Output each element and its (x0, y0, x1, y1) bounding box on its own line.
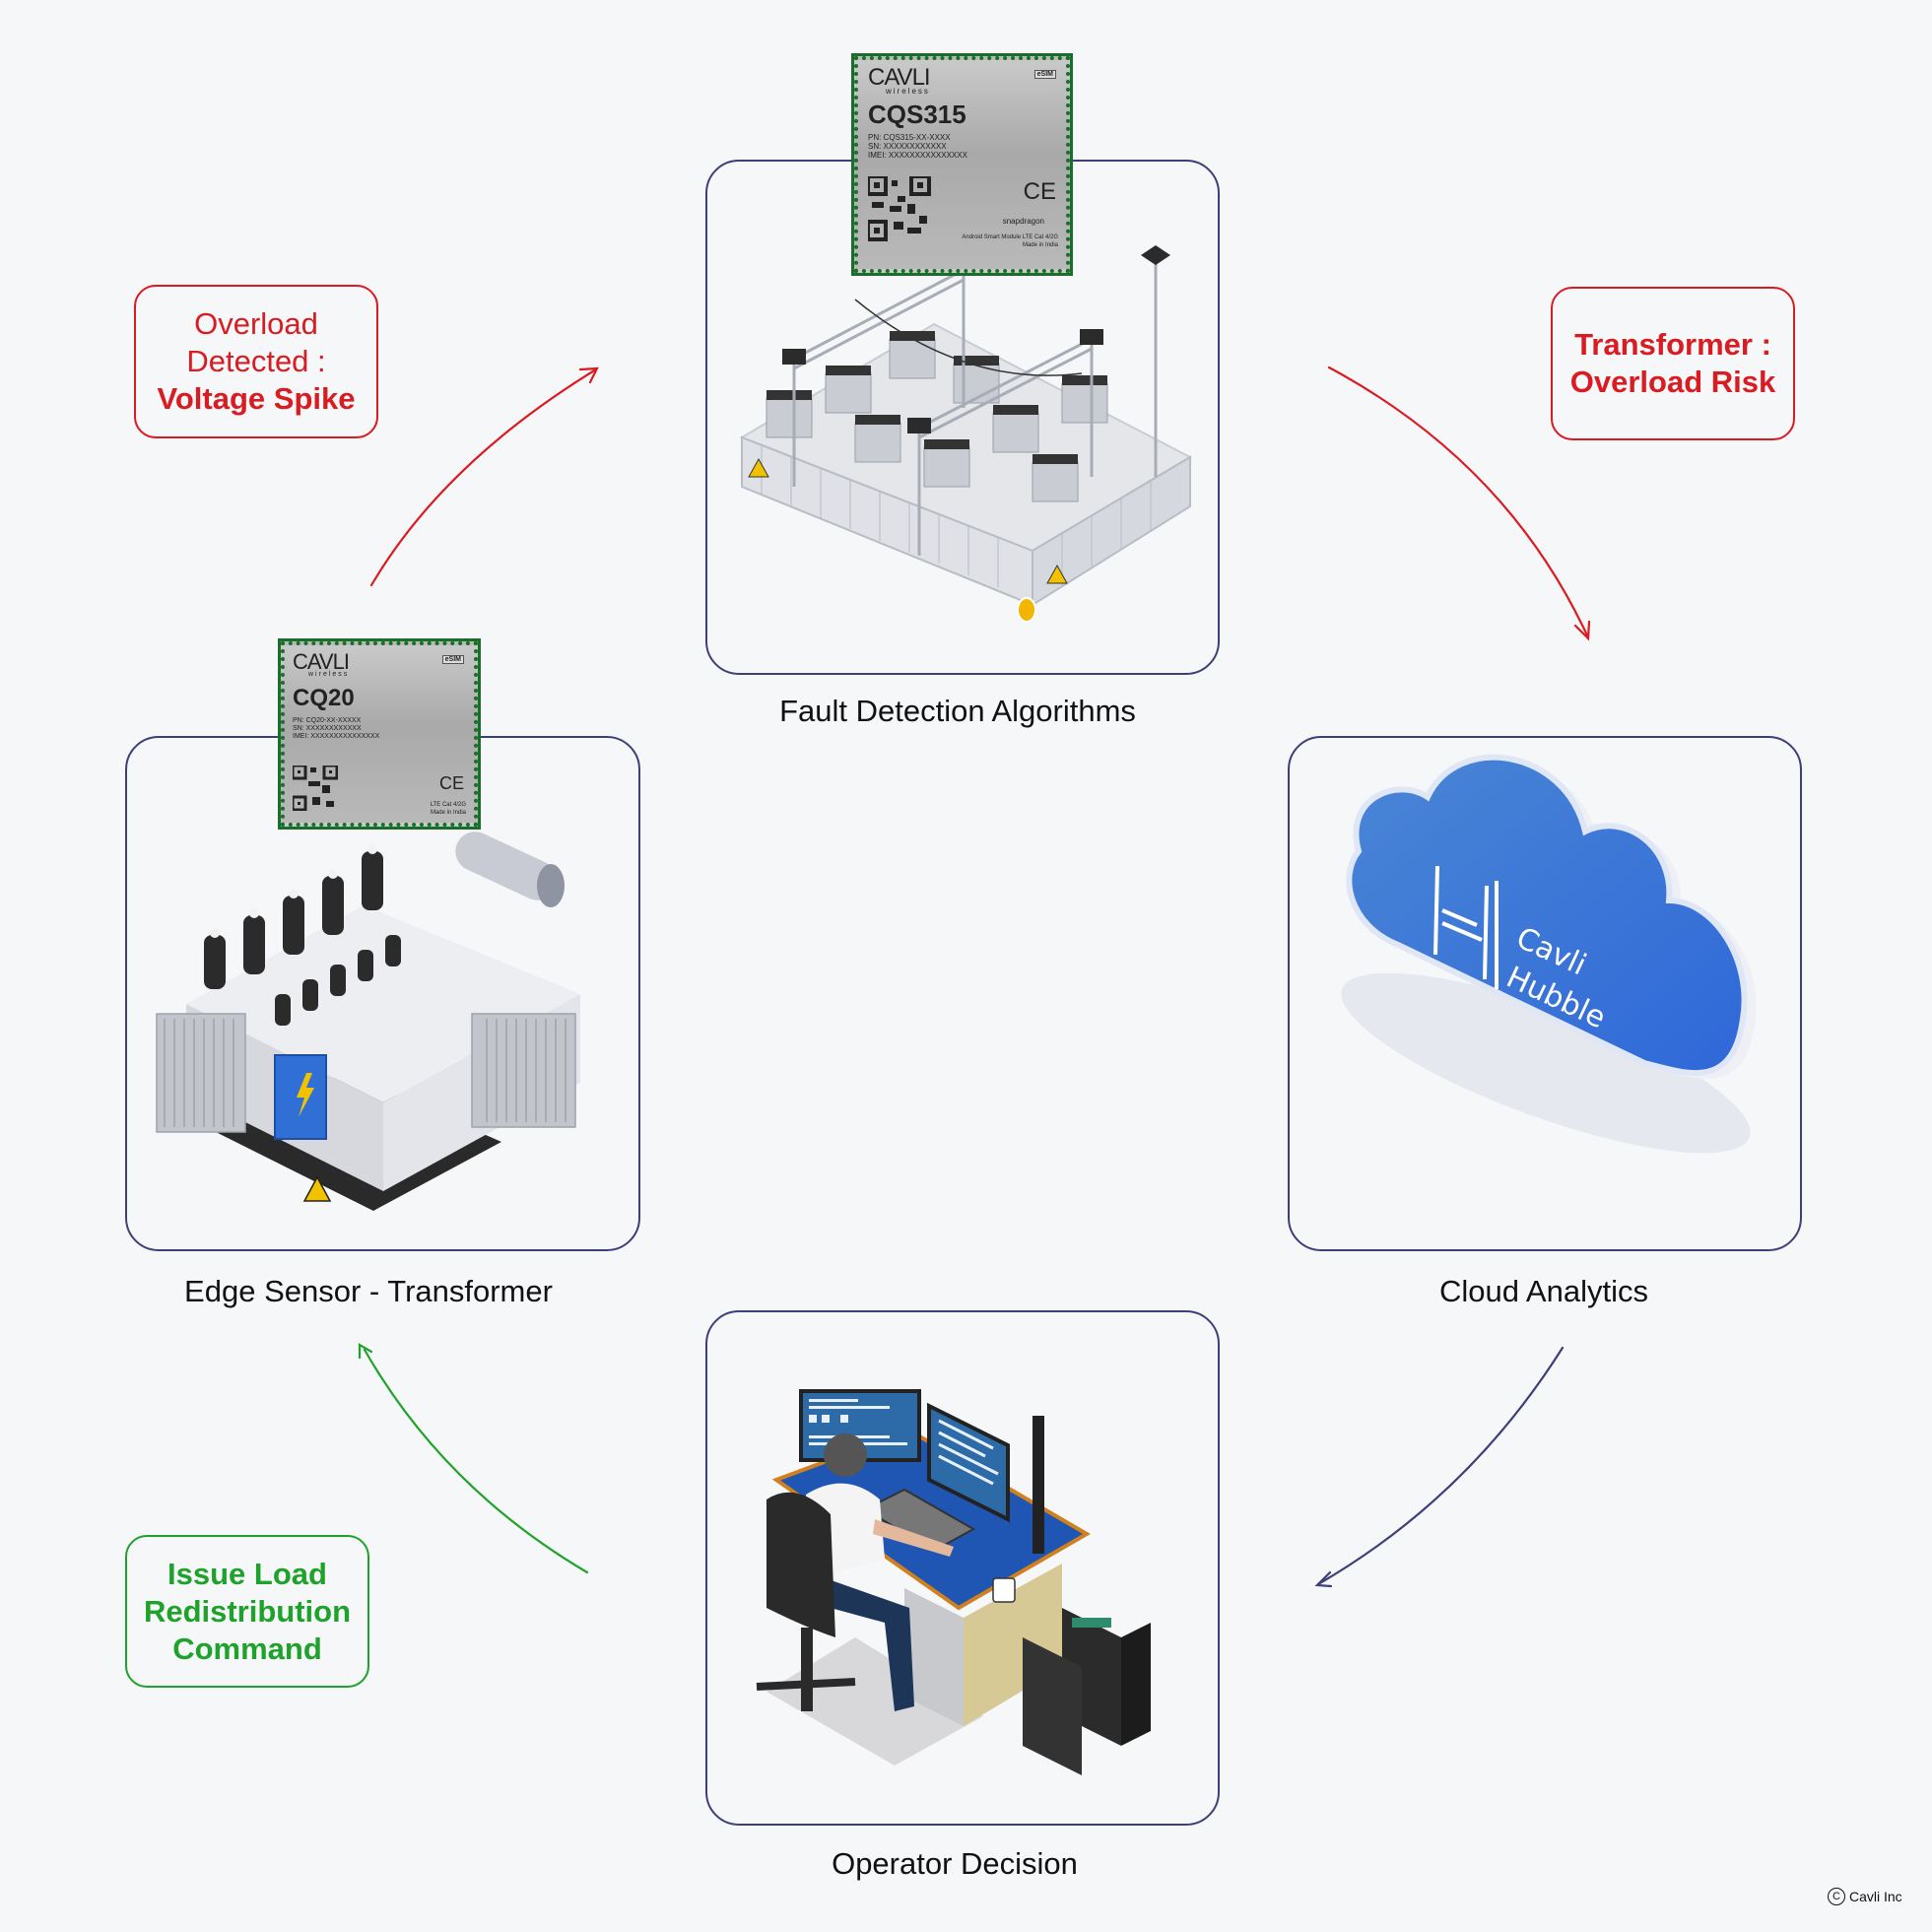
chip-platform: snapdragon (1002, 217, 1044, 226)
callout-line: Redistribution (143, 1593, 352, 1629)
chip-imei: IMEI: XXXXXXXXXXXXXXX (868, 151, 967, 160)
overload-risk-callout: Transformer : Overload Risk (1551, 287, 1795, 440)
chip-brand-sub: wireless (886, 87, 930, 96)
info-badge-icon (1017, 597, 1036, 623)
chip-sn: SN: XXXXXXXXXXXX (293, 725, 362, 732)
operator-decision-label: Operator Decision (832, 1846, 1078, 1881)
qr-code-icon (293, 766, 338, 811)
monitor-right (927, 1402, 1010, 1523)
callout-line: Overload (194, 306, 318, 341)
fault-detection-label: Fault Detection Algorithms (779, 694, 1136, 728)
chip-desc: Android Smart Module LTE Cat 4/2G (962, 234, 1058, 240)
warning-sign-icon (748, 457, 769, 478)
copyright: C Cavli Inc (1828, 1888, 1902, 1905)
cq20-module-chip: CAVLI wireless eSIM CQ20 PN: CQ20-XX-XXX… (278, 638, 481, 830)
callout-line: Overload Risk (1569, 365, 1776, 399)
cloud-icon: Cavli Hubble (1341, 754, 1757, 1154)
arrow-head-cloud-to-operator (1314, 1570, 1333, 1588)
ce-mark: CE (438, 773, 464, 793)
copyright-icon: C (1828, 1888, 1845, 1905)
callout-line: Voltage Spike (157, 381, 356, 416)
arrow-edge-to-fault (369, 367, 598, 587)
arrow-head-edge-to-fault (578, 366, 599, 384)
redistribution-command-callout: Issue Load Redistribution Command (125, 1535, 369, 1688)
operator-workstation-icon (756, 1389, 1151, 1775)
transformer-icon (156, 832, 580, 1211)
arrow-operator-to-edge (363, 1348, 589, 1574)
chip-imei: IMEI: XXXXXXXXXXXXXXX (293, 733, 380, 740)
chip-model: CQ20 (293, 685, 355, 711)
callout-line: Detected : (186, 344, 326, 378)
callout-line: Transformer : (1574, 327, 1771, 362)
arrow-head-fault-to-cloud (1573, 620, 1591, 641)
server-tower (1023, 1637, 1082, 1775)
qr-code-icon (868, 176, 931, 241)
chip-brand: CAVLI (293, 649, 350, 674)
chip-brand: CAVLI (868, 64, 931, 91)
arrow-cloud-to-operator (1316, 1346, 1565, 1586)
arrow-fault-to-cloud (1327, 366, 1590, 639)
esim-badge: eSIM (441, 655, 464, 664)
copyright-owner: Cavli Inc (1849, 1889, 1902, 1904)
callout-line: Issue Load (167, 1556, 327, 1591)
lightning-icon (297, 1073, 314, 1117)
ce-mark: CE (1023, 178, 1056, 205)
callout-line: Command (172, 1631, 322, 1666)
chip-desc: LTE Cat 4/2G (430, 802, 466, 808)
chip-model: CQS315 (868, 100, 966, 129)
operator-person (824, 1433, 867, 1477)
substation-icon (739, 245, 1193, 623)
cloud-analytics-label: Cloud Analytics (1439, 1274, 1648, 1308)
warning-sign-icon (302, 1175, 332, 1202)
operator-decision-panel (705, 1310, 1220, 1826)
cloud-analytics-panel: Cavli Hubble (1288, 736, 1802, 1251)
chip-pn: PN: CQS315-XX-XXXX (868, 133, 951, 142)
overload-detected-callout: Overload Detected : Voltage Spike (134, 285, 378, 438)
esim-badge: eSIM (1033, 70, 1056, 79)
hubble-logo-icon (1433, 865, 1499, 989)
chip-pn: PN: CQ20-XX-XXXXX (293, 717, 362, 724)
coffee-mug-icon (992, 1577, 1016, 1603)
chip-sn: SN: XXXXXXXXXXXX (868, 142, 947, 151)
chip-origin: Made in India (430, 810, 466, 816)
chip-origin: Made in India (1022, 242, 1058, 248)
cqs315-module-chip: CAVLI wireless eSIM CQS315 PN: CQS315-XX… (851, 53, 1073, 276)
arrow-head-operator-to-edge (358, 1343, 373, 1360)
edge-sensor-label: Edge Sensor - Transformer (184, 1274, 553, 1308)
chip-brand-sub: wireless (308, 671, 350, 678)
